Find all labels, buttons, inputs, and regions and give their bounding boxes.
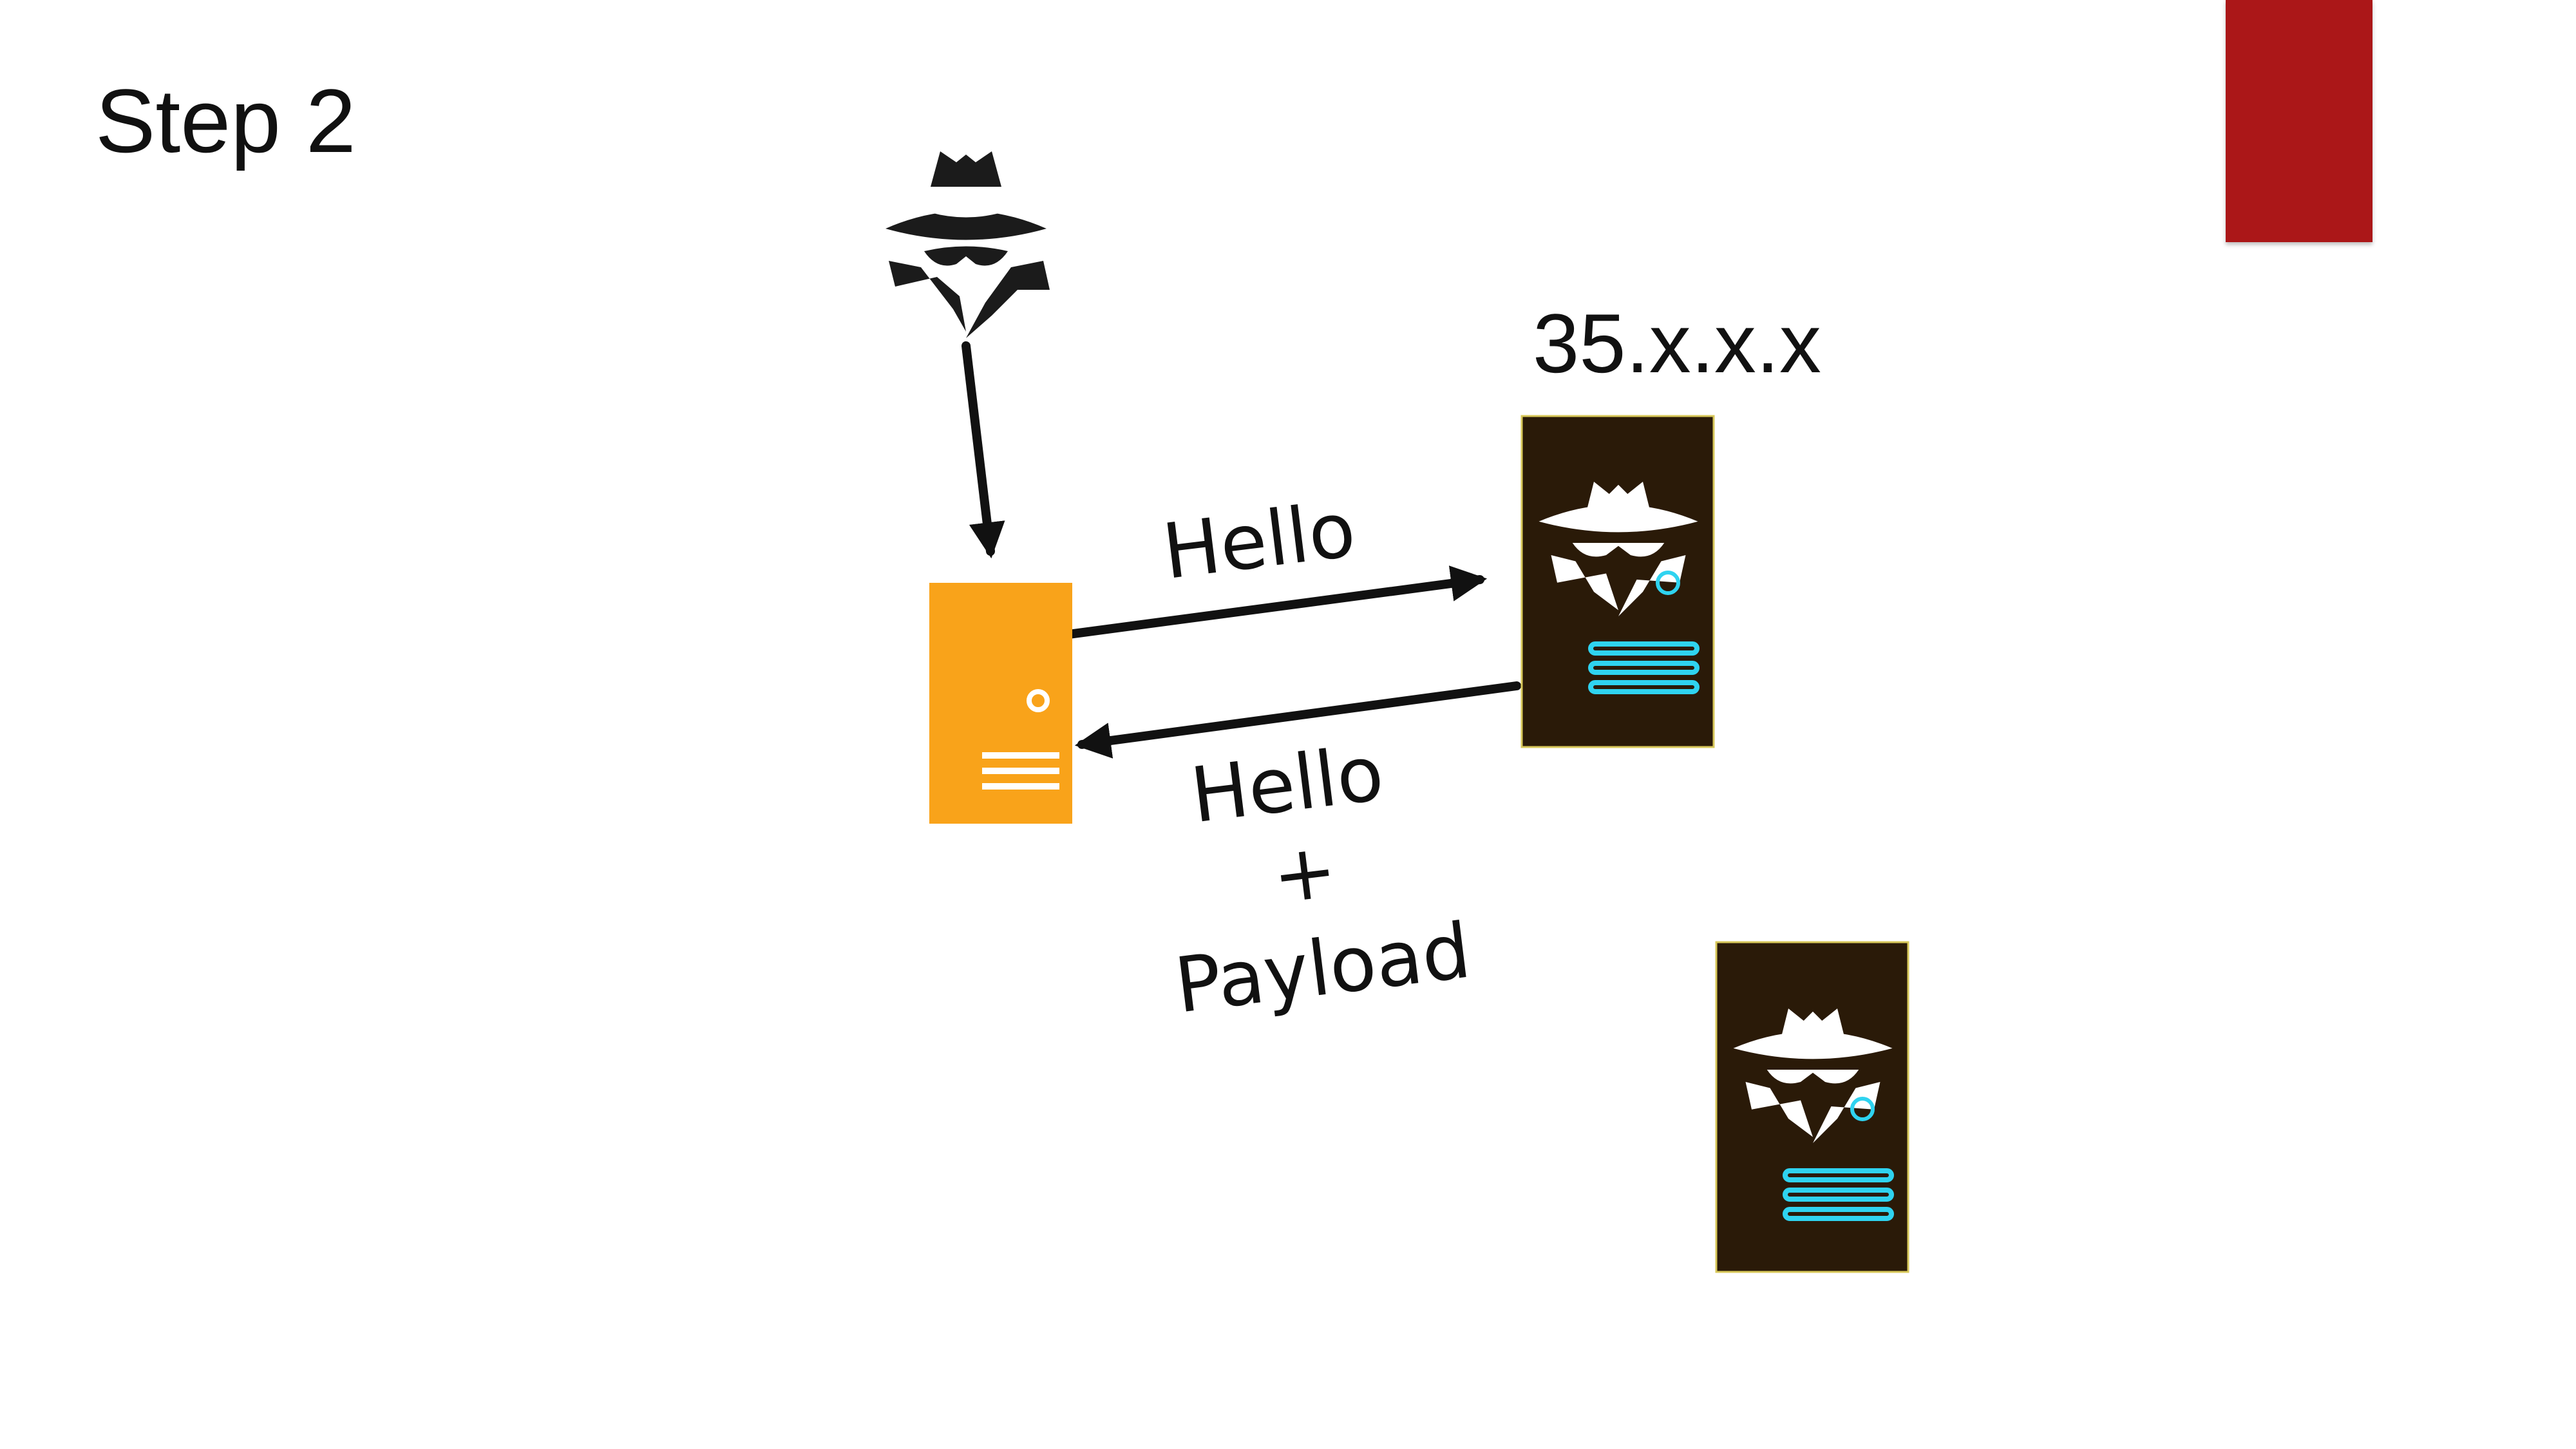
accent-bar <box>2226 0 2372 242</box>
payload-response-line-2: + <box>1267 825 1341 921</box>
attacker-spy-icon <box>886 151 1050 338</box>
malicious-server-secondary-icon <box>1715 941 1909 1273</box>
malicious-server-main-icon <box>1520 415 1715 748</box>
victim-server-icon <box>929 583 1072 824</box>
slide-title: Step 2 <box>95 70 356 171</box>
payload-response-line-1: Hello <box>1186 728 1388 840</box>
payload-response-arrow <box>1074 681 1521 759</box>
malicious-server-ip-label: 35.x.x.x <box>1533 296 1821 390</box>
payload-response-label: Hello + Payload <box>1170 728 1475 1030</box>
attacker-to-server-arrow <box>961 341 1005 559</box>
payload-response-line-3: Payload <box>1170 906 1475 1030</box>
hello-request-arrow <box>1059 565 1488 639</box>
hello-request-label: Hello <box>1158 485 1360 596</box>
